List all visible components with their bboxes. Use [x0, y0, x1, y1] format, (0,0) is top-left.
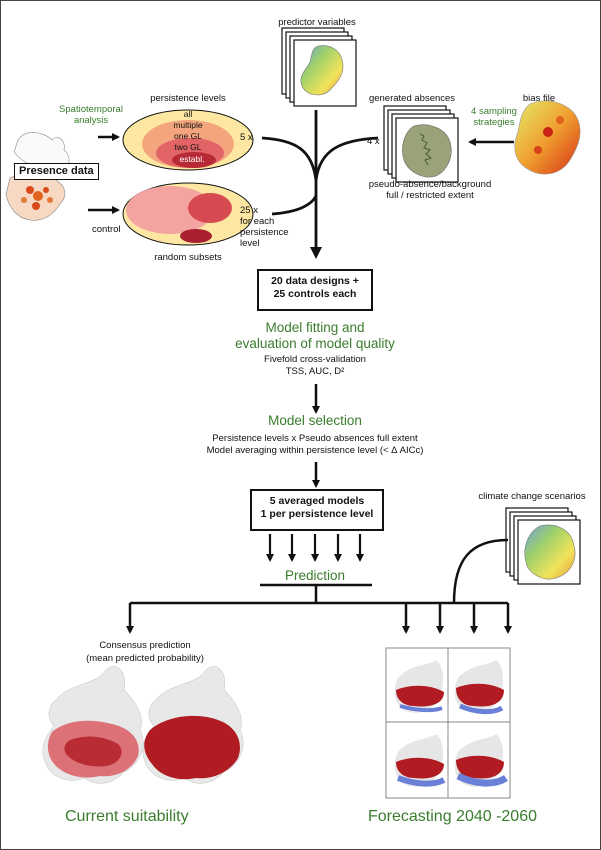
- level-word: level: [240, 238, 260, 249]
- prediction-lines: [126, 538, 512, 634]
- data-designs-line-2: 25 controls each: [273, 288, 357, 300]
- five-arrows: [266, 534, 364, 562]
- current-suitability-heading: Current suitability: [65, 808, 189, 825]
- presence-europe-map: [5, 132, 70, 221]
- multiplier-5x: 5 x: [240, 132, 253, 143]
- random-subsets-label: random subsets: [154, 252, 222, 263]
- bias-europe-map: [514, 100, 581, 175]
- sampling-label-2: strategies: [473, 117, 515, 128]
- persistence-ellipse: [122, 109, 254, 171]
- top-arrows: [88, 133, 514, 214]
- presence-data-label: Presence data: [14, 163, 99, 180]
- current-map-left: [42, 666, 144, 784]
- cross-validation-label: Fivefold cross-validation: [264, 354, 366, 365]
- for-each-label: for each: [240, 216, 275, 227]
- averaged-models-line-1: 5 averaged models: [269, 495, 365, 507]
- pseudo-absence-label-2: full / restricted extent: [386, 190, 474, 201]
- averaged-models-box: 5 averaged models 1 per persistence leve…: [250, 489, 384, 531]
- level-multiple: multiple: [173, 120, 203, 130]
- data-designs-line-1: 20 data designs +: [271, 275, 359, 287]
- absences-map-stack: [383, 105, 459, 183]
- spatiotemporal-label-1: Spatiotemporal: [59, 104, 123, 115]
- random-subsets-ellipse: [122, 182, 254, 246]
- spatiotemporal-label-2: analysis: [73, 115, 109, 126]
- multiplier-4x: 4 x: [367, 136, 380, 147]
- persistence-levels-label: persistence levels: [150, 93, 226, 104]
- sampling-label-1: 4 sampling: [471, 106, 517, 117]
- forecast-panel: [385, 647, 511, 799]
- consensus-label-1: Consensus prediction: [99, 640, 191, 651]
- consensus-label-2: (mean predicted probability): [86, 653, 204, 664]
- control-label: control: [92, 224, 121, 235]
- model-fitting-heading-2: evaluation of model quality: [235, 336, 395, 351]
- predictor-map-stack: [281, 27, 357, 107]
- selection-sub-2: Model averaging within persistence level…: [206, 445, 424, 456]
- bias-file-label: bias file: [522, 93, 556, 104]
- persistence-word: persistence: [240, 227, 289, 238]
- current-map-right: [142, 666, 244, 784]
- level-all: all: [183, 109, 193, 119]
- metrics-label: TSS, AUC, D²: [285, 366, 345, 377]
- merge-curves: [261, 110, 379, 259]
- level-one-gl: one GL: [174, 131, 202, 141]
- predictor-variables-label: predictor variables: [278, 17, 356, 28]
- model-selection-heading: Model selection: [268, 413, 362, 428]
- model-fitting-heading-1: Model fitting and: [265, 320, 365, 335]
- generated-absences-label: generated absences: [368, 93, 456, 104]
- forecasting-heading: Forecasting 2040 -2060: [368, 808, 537, 825]
- averaged-models-line-2: 1 per persistence level: [260, 508, 374, 520]
- level-two-gl: two GL: [174, 142, 202, 152]
- prediction-heading: Prediction: [284, 568, 346, 583]
- multiplier-25x: 25 x: [240, 205, 258, 216]
- selection-sub-1: Persistence levels x Pseudo absences ful…: [212, 433, 418, 444]
- level-establ: establ.: [179, 154, 205, 164]
- climate-map-stack: [505, 507, 581, 585]
- pseudo-absence-label-1: pseudo-absence/background: [368, 179, 492, 190]
- data-designs-box: 20 data designs + 25 controls each: [257, 269, 373, 311]
- climate-scenarios-label: climate change scenarios: [478, 491, 586, 502]
